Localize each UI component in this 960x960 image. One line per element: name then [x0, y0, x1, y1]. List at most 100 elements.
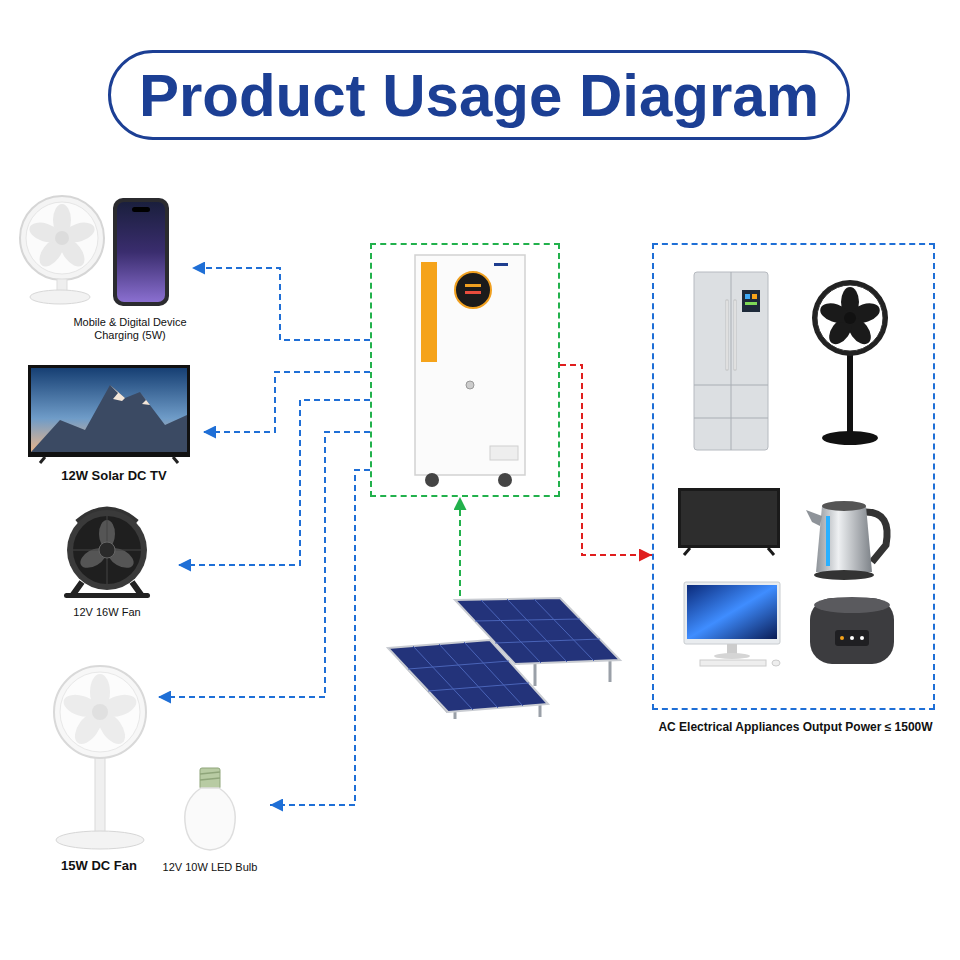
refrigerator-icon — [694, 272, 768, 450]
pedestal-fan-icon — [847, 354, 853, 436]
computer-icon — [714, 653, 750, 659]
ac-tv-icon — [768, 548, 774, 555]
led-bulb-icon — [200, 768, 220, 789]
refrigerator-icon — [694, 385, 768, 386]
power-connector — [459, 497, 461, 596]
ac-tv-icon — [678, 488, 780, 555]
battery-cabinet — [490, 446, 518, 460]
stand-fan-icon — [60, 672, 140, 752]
pedestal-fan-icon — [812, 280, 888, 356]
kettle-icon — [822, 501, 866, 511]
computer-icon — [700, 660, 766, 666]
refrigerator-icon — [731, 272, 732, 450]
rice-cooker-icon — [850, 636, 854, 640]
led-bulb-node: 12V 10W LED Bulb — [150, 762, 270, 874]
battery-cabinet — [455, 272, 491, 308]
desk-fan-icon — [20, 196, 104, 280]
stand-fan-icon — [92, 704, 108, 720]
power-connector — [158, 432, 370, 697]
ac-appliance-group: AC Electrical Appliances Output Power ≤ … — [652, 243, 935, 710]
battery-cabinet — [498, 473, 512, 487]
device-label: 15W DC Fan — [40, 858, 158, 874]
desk-fan-icon — [26, 202, 98, 274]
refrigerator-icon — [694, 418, 768, 419]
battery-cabinet — [415, 255, 525, 487]
kettle-icon — [806, 510, 822, 526]
power-connector — [203, 372, 370, 432]
pedestal-fan-icon — [812, 280, 888, 445]
dc-tv-icon — [28, 365, 190, 463]
device-label: 12V 10W LED Bulb — [150, 861, 270, 874]
stand-fan-icon — [95, 756, 105, 836]
kettle-icon — [816, 506, 872, 572]
battery-cabinet — [466, 381, 474, 389]
dc-tv-icon — [31, 385, 187, 452]
kettle-icon — [826, 516, 830, 566]
kettle-icon — [814, 570, 874, 580]
computer-icon — [772, 660, 780, 666]
device-charging-node: Mobile & Digital Device Charging (5W) — [18, 192, 192, 342]
refrigerator-icon — [734, 300, 736, 370]
stand-fan-icon — [54, 666, 146, 849]
dc-fan-15w-node: 15W DC Fan — [40, 662, 158, 874]
power-connector — [192, 268, 370, 340]
stand-fan-icon — [56, 831, 144, 849]
dc-fan-16w-node: 12V 16W Fan — [58, 505, 178, 619]
group-caption: AC Electrical Appliances Output Power ≤ … — [634, 720, 957, 734]
refrigerator-icon — [745, 294, 750, 299]
refrigerator-icon — [745, 302, 757, 305]
ac-tv-icon — [684, 548, 690, 555]
dc-tv-icon — [40, 457, 45, 463]
desk-fan-icon — [20, 196, 104, 304]
refrigerator-icon — [694, 272, 768, 450]
desk-fan-icon — [55, 231, 69, 245]
phone-icon — [132, 207, 150, 212]
dc-tv-icon — [173, 457, 178, 463]
dc-tv-node: 12W Solar DC TV — [25, 362, 203, 484]
rice-cooker-icon — [835, 630, 869, 646]
power-connector — [178, 400, 370, 565]
device-label: 12W Solar DC TV — [25, 468, 203, 484]
floor-fan-icon — [73, 516, 141, 584]
computer-icon — [687, 585, 777, 639]
floor-fan-icon — [64, 509, 150, 598]
title-pill: Product Usage Diagram — [108, 50, 850, 140]
dc-tv-icon — [31, 368, 187, 452]
rice-cooker-icon — [810, 598, 894, 664]
rice-cooker-icon — [814, 597, 890, 613]
ac-tv-icon — [678, 488, 780, 548]
power-connector — [270, 470, 370, 805]
desk-fan-icon — [30, 290, 90, 304]
dc-tv-icon — [140, 392, 150, 405]
rice-cooker-icon — [810, 597, 894, 664]
refrigerator-icon — [742, 290, 760, 312]
battery-cabinet — [494, 263, 508, 266]
floor-fan-icon — [99, 542, 115, 558]
ac-tv-icon — [681, 491, 777, 545]
dc-tv-icon — [28, 365, 190, 457]
refrigerator-icon — [726, 300, 728, 370]
battery-unit-node — [370, 243, 560, 497]
computer-icon — [727, 644, 737, 654]
refrigerator-icon — [752, 294, 757, 299]
solar-panel-node — [385, 596, 623, 720]
floor-fan-icon — [67, 510, 147, 590]
kettle-icon — [806, 501, 887, 580]
rice-cooker-icon — [860, 636, 864, 640]
battery-cabinet — [465, 291, 481, 294]
solar-panels — [388, 640, 548, 712]
device-label: 12V 16W Fan — [58, 606, 156, 619]
rice-cooker-icon — [840, 636, 844, 640]
solar-panels — [408, 642, 529, 710]
solar-panels — [388, 598, 620, 719]
phone-icon — [113, 198, 169, 306]
computer-icon — [684, 582, 780, 644]
stand-fan-icon — [54, 666, 146, 758]
pedestal-fan-icon — [844, 312, 856, 324]
computer-icon — [684, 582, 780, 666]
led-bulb-icon — [200, 778, 220, 780]
battery-cabinet — [421, 262, 437, 362]
led-bulb-icon — [185, 788, 235, 850]
phone-icon — [113, 198, 169, 306]
